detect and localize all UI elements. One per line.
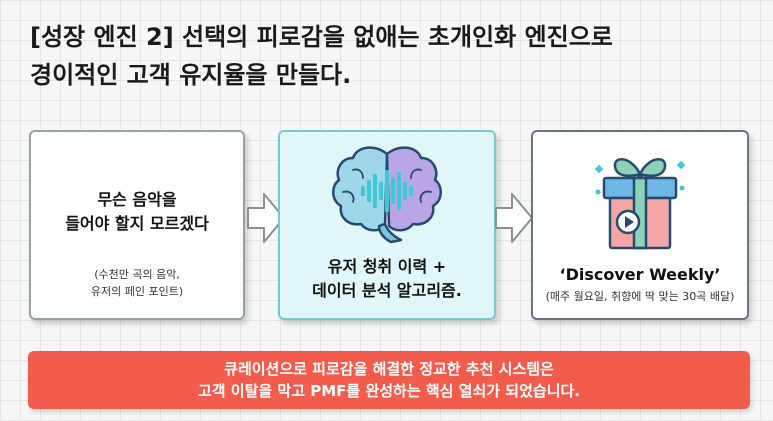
problem-main-text: 무슨 음악을 들어야 할지 모르겠다 bbox=[31, 188, 243, 236]
arrow-right-icon bbox=[247, 193, 285, 243]
problem-sub-line-2: 유저의 페인 포인트) bbox=[90, 285, 184, 298]
conclusion-banner: 큐레이션으로 피로감을 해결한 정교한 추천 시스템은 고객 이탈을 막고 PM… bbox=[28, 351, 750, 409]
solution-card: 유저 청취 이력 + 데이터 분석 알고리즘. bbox=[278, 130, 496, 320]
title-line-2: 경이적인 고객 유지율을 만들다. bbox=[30, 61, 352, 89]
brain-icon bbox=[332, 146, 442, 244]
banner-line-2: 고객 이탈을 막고 PMF를 완성하는 핵심 열쇠가 되었습니다. bbox=[197, 382, 581, 400]
problem-sub-text: (수천만 곡의 음악, 유저의 페인 포인트) bbox=[31, 266, 243, 300]
problem-sub-line-1: (수천만 곡의 음악, bbox=[94, 268, 180, 281]
result-sub-text: (매주 월요일, 취향에 딱 맞는 30곡 배달) bbox=[545, 290, 735, 303]
banner-line-1: 큐레이션으로 피로감을 해결한 정교한 추천 시스템은 bbox=[224, 360, 554, 378]
result-main-text: ‘Discover Weekly’ bbox=[559, 265, 721, 284]
solution-main-line-1: 유저 청취 이력 + bbox=[327, 257, 447, 276]
problem-main-line-1: 무슨 음악을 bbox=[97, 190, 177, 209]
page-title: [성장 엔진 2] 선택의 피로감을 없애는 초개인화 엔진으로 경이적인 고객… bbox=[30, 18, 750, 94]
arrow-right-icon bbox=[495, 193, 533, 243]
result-card: ‘Discover Weekly’ (매주 월요일, 취향에 딱 맞는 30곡 … bbox=[531, 130, 749, 320]
gift-icon bbox=[594, 158, 686, 250]
problem-card: 무슨 음악을 들어야 할지 모르겠다 (수천만 곡의 음악, 유저의 페인 포인… bbox=[29, 130, 245, 320]
problem-main-line-2: 들어야 할지 모르겠다 bbox=[65, 214, 209, 233]
title-line-1: [성장 엔진 2] 선택의 피로감을 없애는 초개인화 엔진으로 bbox=[30, 23, 613, 51]
solution-main-text: 유저 청취 이력 + 데이터 분석 알고리즘. bbox=[280, 255, 494, 303]
solution-main-line-2: 데이터 분석 알고리즘. bbox=[312, 281, 462, 300]
